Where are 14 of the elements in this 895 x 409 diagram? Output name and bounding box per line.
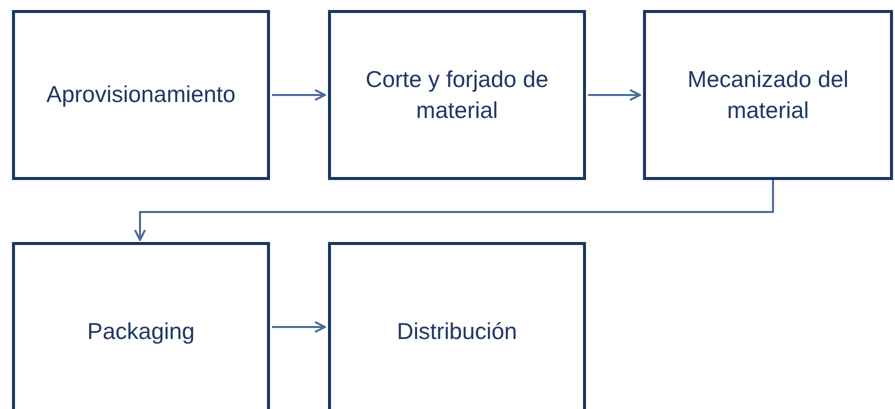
arrow [272,89,326,101]
box-label: Aprovisionamiento [45,80,237,110]
process-box [12,242,270,409]
box-label: Packaging [86,317,196,346]
process-box [12,10,270,180]
arrow [134,180,774,241]
arrow [588,89,641,101]
box-label: Mecanizado del material [686,64,850,125]
process-box [328,10,586,180]
arrow [272,321,326,333]
process-box [643,10,893,180]
box-label: Distribución [396,317,518,346]
box-label: Corte y forjado de material [364,64,550,125]
process-box [328,242,586,409]
